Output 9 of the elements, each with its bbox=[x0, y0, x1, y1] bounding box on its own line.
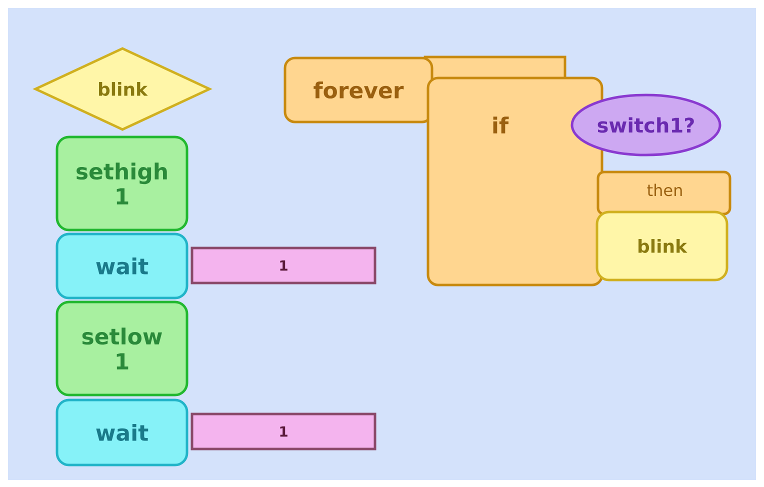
condition-oval: switch1? bbox=[570, 94, 722, 156]
wait-block: wait bbox=[56, 398, 188, 466]
procedure-call-block: blink bbox=[596, 210, 728, 282]
command-block: sethigh 1 bbox=[56, 136, 188, 232]
number-slot: 1 bbox=[190, 412, 376, 450]
node-label: then bbox=[647, 184, 682, 196]
command-block: setlow 1 bbox=[56, 300, 188, 396]
number-slot: 1 bbox=[190, 246, 376, 284]
wait-block: wait bbox=[56, 232, 188, 300]
